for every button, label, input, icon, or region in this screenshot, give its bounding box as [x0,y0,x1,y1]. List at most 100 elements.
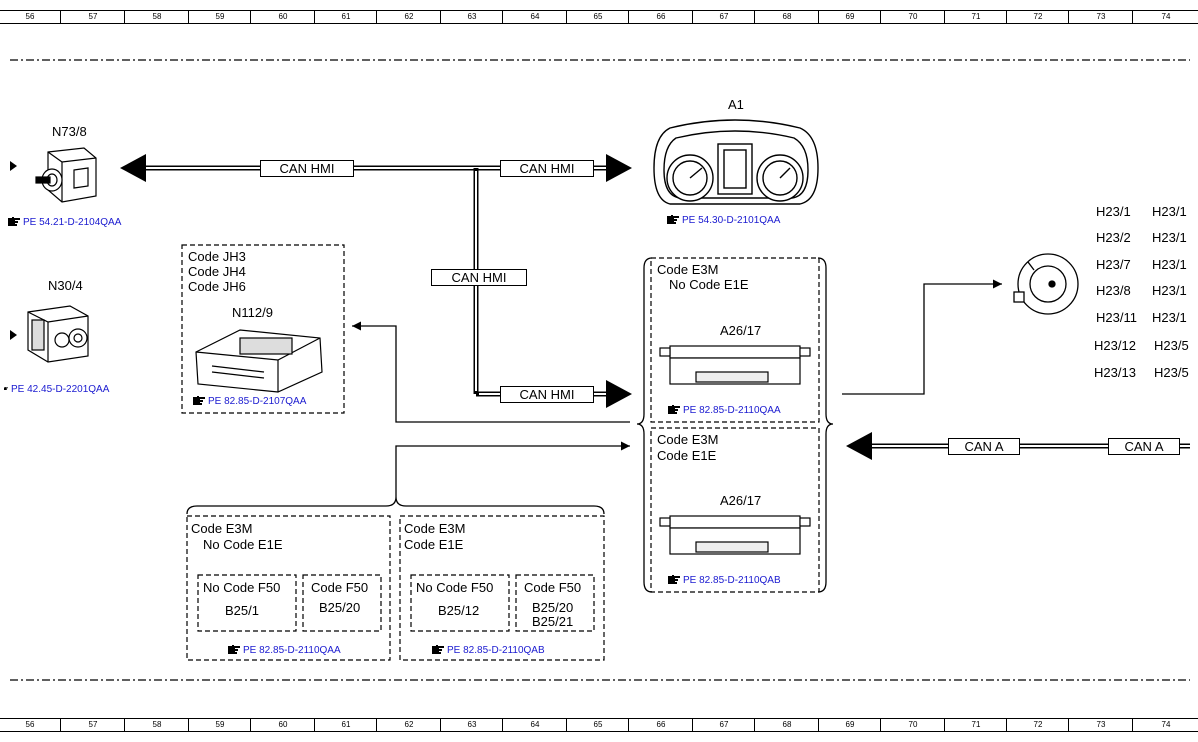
can-a-label: CAN A [1108,438,1180,455]
telematics-module-icon [195,329,323,393]
ruler-cell: 65 [566,719,629,731]
bl-right-sub2-box [515,574,595,632]
ruler-cell: 61 [314,11,377,23]
h23-item: H23/1 [1152,310,1187,325]
bl-left-ref[interactable]: PE 82.85-D-2110QAA [228,645,341,657]
pointing-hand-icon [667,215,679,224]
bl-right-sub1-val: B25/12 [438,603,480,618]
n73-8-label: N73/8 [52,124,87,139]
bl-left-sub2-val: B25/20 [319,600,361,615]
ruler-cell: 62 [376,719,441,731]
pointing-hand-icon [668,575,680,584]
line-to-n112-9 [352,321,630,423]
a26-17-top-box [650,257,820,423]
ruler-cell: 71 [944,719,1007,731]
n30-4-ref[interactable]: PE 42.45-D-2201QAA [4,384,109,396]
esp-unit-icon [27,305,89,363]
bl-left-box [186,515,391,661]
h23-item: H23/1 [1152,230,1187,245]
ruler-cell: 66 [628,719,693,731]
bl-right-sub2-val2: B25/21 [532,614,574,629]
ruler-cell: 65 [566,11,629,23]
h23-item: H23/11 [1096,310,1137,325]
can-hmi-label: CAN HMI [260,160,354,177]
pointing-hand-icon [228,645,240,654]
line-to-speaker [842,279,1002,395]
can-hmi-label: CAN HMI [500,160,594,177]
ruler-cell: 70 [880,11,945,23]
bl-right-ref[interactable]: PE 82.85-D-2110QAB [432,645,545,657]
n112-9-box [181,244,345,414]
ruler-cell: 63 [440,11,503,23]
ruler-cell: 68 [754,11,819,23]
n30-4-label: N30/4 [48,278,83,293]
arrow-right-icon [606,154,632,182]
ruler-cell: 67 [692,11,755,23]
ruler-cell: 62 [376,11,441,23]
bl-left-sub1-box [197,574,297,632]
arrow-right-icon [606,380,632,408]
a26-17-top-code1: Code E3M [657,262,719,277]
bl-right-box [399,515,605,661]
h23-item: H23/1 [1096,204,1131,219]
bl-left-sub1-val: B25/1 [225,603,259,618]
bl-left-code1: Code E3M [191,521,253,536]
h23-item: H23/5 [1154,365,1189,380]
ruler-cell: 63 [440,719,503,731]
ruler-cell: 70 [880,719,945,731]
pointer-icon [10,161,17,171]
pointing-hand-icon [432,645,444,654]
bl-right-sub1-box [410,574,510,632]
bl-right-sub2-code: Code F50 [524,580,582,595]
a1-label: A1 [728,97,744,112]
ruler-cell: 56 [25,720,35,729]
ruler-cell: 72 [1006,11,1069,23]
a1-ref[interactable]: PE 54.30-D-2101QAA [667,215,780,227]
h23-item: H23/7 [1096,257,1131,272]
ruler-cell: 73 [1068,11,1133,23]
ruler-cell: 72 [1006,719,1069,731]
ruler-cell: 57 [60,11,125,23]
ruler-cell: 74 [1132,11,1198,23]
ruler-cell: 69 [818,719,881,731]
bl-right-code1: Code E3M [404,521,466,536]
pointing-hand-icon [668,405,680,414]
arrow-left-icon [846,432,872,460]
a26-17-bottom-ref[interactable]: PE 82.85-D-2110QAB [668,575,781,587]
ruler-cell: 64 [502,719,567,731]
a26-17-top-ref[interactable]: PE 82.85-D-2110QAA [668,405,781,417]
h23-item: H23/8 [1096,283,1131,298]
ruler-cell: 59 [188,11,251,23]
ruler-cell: 69 [818,11,881,23]
h23-item: H23/1 [1152,257,1187,272]
control-module-icon [659,345,811,385]
h23-item: H23/5 [1154,338,1189,353]
pointing-hand-icon [4,384,8,393]
can-a-label: CAN A [948,438,1020,455]
can-hmi-label: CAN HMI [500,386,594,403]
n112-9-label: N112/9 [232,305,273,320]
h23-item: H23/1 [1152,204,1187,219]
n112-9-ref[interactable]: PE 82.85-D-2107QAA [193,396,306,408]
ruler-cell: 68 [754,719,819,731]
bl-left-code2: No Code E1E [203,537,283,552]
can-hmi-label: CAN HMI [431,269,527,286]
ruler-cell: 56 [25,12,35,21]
control-module-icon [659,515,811,555]
a26-17-bottom-box [650,427,820,593]
ruler-cell: 66 [628,11,693,23]
speaker-icon [1013,253,1079,315]
brace-left [636,257,653,593]
a26-17-top-code2: No Code E1E [669,277,749,292]
n73-8-ref[interactable]: PE 54.21-D-2104QAA [8,217,121,229]
bl-left-sub2-code: Code F50 [311,580,369,595]
bl-left-sub2-box [302,574,382,632]
ruler-cell: 59 [188,719,251,731]
bl-right-code2: Code E1E [404,537,464,552]
n112-9-code: Code JH3 [188,249,246,264]
pointing-hand-icon [193,396,205,405]
ruler-cell: 57 [60,719,125,731]
